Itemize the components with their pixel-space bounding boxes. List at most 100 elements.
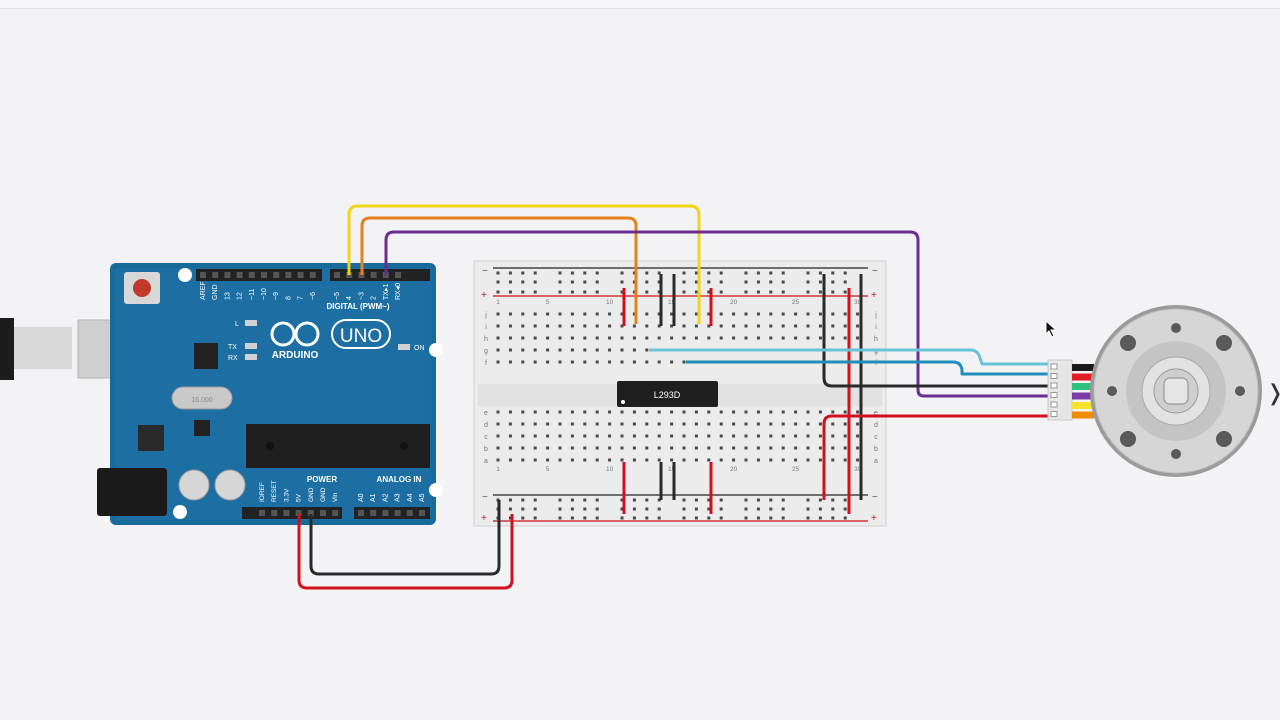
row-letter: h — [484, 336, 488, 343]
analog-pin[interactable] — [394, 510, 401, 516]
digital-pin-label: AREF — [200, 281, 207, 300]
digital-pin-label: ~3 — [358, 292, 365, 300]
power-pin[interactable] — [332, 510, 339, 516]
connector-pin[interactable] — [1050, 373, 1058, 379]
power-pin[interactable] — [259, 510, 265, 516]
analog-pin[interactable] — [382, 510, 389, 516]
digital-pin-label: ~11 — [249, 289, 256, 300]
led-rx-label: RX — [228, 355, 238, 362]
led-l-label: L — [235, 321, 239, 328]
motor-lead — [1072, 411, 1094, 419]
digital-pin-header[interactable] — [196, 269, 430, 281]
motor-lead — [1072, 392, 1094, 400]
analog-pin[interactable] — [419, 510, 425, 516]
analog-pin[interactable] — [358, 510, 364, 516]
red-wire-motor — [822, 414, 1055, 500]
side-panel-toggle-icon[interactable]: ❭ — [1266, 376, 1280, 412]
motor-screws — [1107, 323, 1245, 459]
crystal — [171, 386, 233, 410]
led-tx — [245, 343, 257, 349]
row-letter: e — [484, 410, 488, 417]
connector-pin[interactable] — [1050, 363, 1058, 370]
power-pin[interactable] — [307, 510, 314, 516]
power-pin-label: IOREF — [259, 482, 266, 502]
dc-motor-encoder[interactable] — [1090, 305, 1262, 477]
power-pin-label: GND — [308, 487, 315, 502]
rail-plus-label: + — [871, 513, 877, 524]
connector-pin[interactable] — [1050, 382, 1058, 389]
column-number: 25 — [792, 299, 800, 306]
digital-pin[interactable] — [261, 272, 267, 278]
yellow-wire — [347, 204, 701, 324]
purple-wire — [384, 230, 1055, 398]
analog-pin-label: A2 — [382, 493, 389, 502]
digital-pin[interactable] — [236, 272, 243, 278]
lightblue-wire — [649, 348, 1055, 366]
digital-pin-label: ~5 — [334, 292, 341, 300]
row-letter: j — [874, 312, 877, 319]
blue-wire — [686, 360, 1055, 376]
digital-pin[interactable] — [212, 272, 219, 278]
on-label: ON — [414, 345, 425, 352]
analog-pin[interactable] — [370, 510, 377, 516]
power-pin-header[interactable] — [242, 507, 342, 519]
digital-pin-label: ~9 — [273, 292, 280, 300]
digital-pin[interactable] — [273, 272, 280, 278]
power-pin-label: GND — [320, 487, 327, 502]
chip-label: L293D — [654, 390, 681, 400]
dc-power-jack — [97, 468, 167, 516]
motor-lead — [1072, 364, 1094, 371]
digital-pin[interactable] — [200, 272, 206, 278]
row-letter: d — [874, 422, 878, 429]
row-letter: i — [875, 324, 877, 331]
analog-pin-label: A4 — [407, 493, 414, 502]
column-number: 30 — [854, 466, 862, 473]
row-letter: f — [485, 360, 487, 367]
digital-pin[interactable] — [285, 272, 292, 278]
analog-pin[interactable] — [406, 510, 413, 516]
analog-pin-label: A3 — [395, 493, 402, 502]
connector-pin[interactable] — [1050, 401, 1058, 408]
digital-pin[interactable] — [297, 272, 304, 278]
breadboard-jumpers[interactable] — [622, 274, 863, 514]
connector-pin[interactable] — [1050, 392, 1058, 398]
digital-pin[interactable] — [224, 272, 231, 278]
digital-pin[interactable] — [309, 272, 316, 278]
motor-lead — [1072, 383, 1094, 390]
analog-pin-label: A0 — [358, 493, 365, 502]
small-chip — [194, 420, 210, 436]
l293d-chip[interactable]: L293D — [617, 381, 718, 407]
connector-pin[interactable] — [1050, 411, 1058, 417]
arduino-uno-board[interactable]: 16.000 L TX RX ON ARDUINO UNO DIGITAL (P… — [97, 263, 443, 525]
row-letter: h — [874, 336, 878, 343]
row-letter: a — [874, 458, 878, 465]
reset-button[interactable] — [124, 272, 160, 304]
usb-chip — [194, 343, 218, 369]
digital-pin[interactable] — [248, 272, 255, 278]
analog-pin-header[interactable] — [354, 507, 430, 519]
digital-pin[interactable] — [370, 272, 377, 278]
mount-hole — [429, 343, 443, 357]
power-pin[interactable] — [320, 510, 326, 516]
column-number: 5 — [546, 466, 550, 473]
power-pin-label: 3.3V — [283, 488, 290, 502]
led-tx-label: TX — [228, 344, 237, 351]
column-number: 15 — [668, 299, 676, 306]
power-pin[interactable] — [295, 510, 302, 516]
digital-pin[interactable] — [395, 272, 401, 278]
digital-pin[interactable] — [334, 272, 340, 278]
mouse-cursor-icon — [1045, 319, 1058, 343]
power-pin[interactable] — [283, 510, 290, 516]
power-pin[interactable] — [271, 510, 278, 516]
row-letter: a — [484, 458, 488, 465]
digital-pin-label: RX◂0 — [395, 283, 402, 300]
column-number: 1 — [496, 466, 500, 473]
motor-connector[interactable] — [1047, 359, 1094, 421]
wires[interactable] — [297, 204, 1055, 590]
arduino-logo: ARDUINO UNO — [270, 319, 391, 361]
mount-hole — [429, 483, 443, 497]
digital-pin-label: ~10 — [261, 288, 268, 300]
